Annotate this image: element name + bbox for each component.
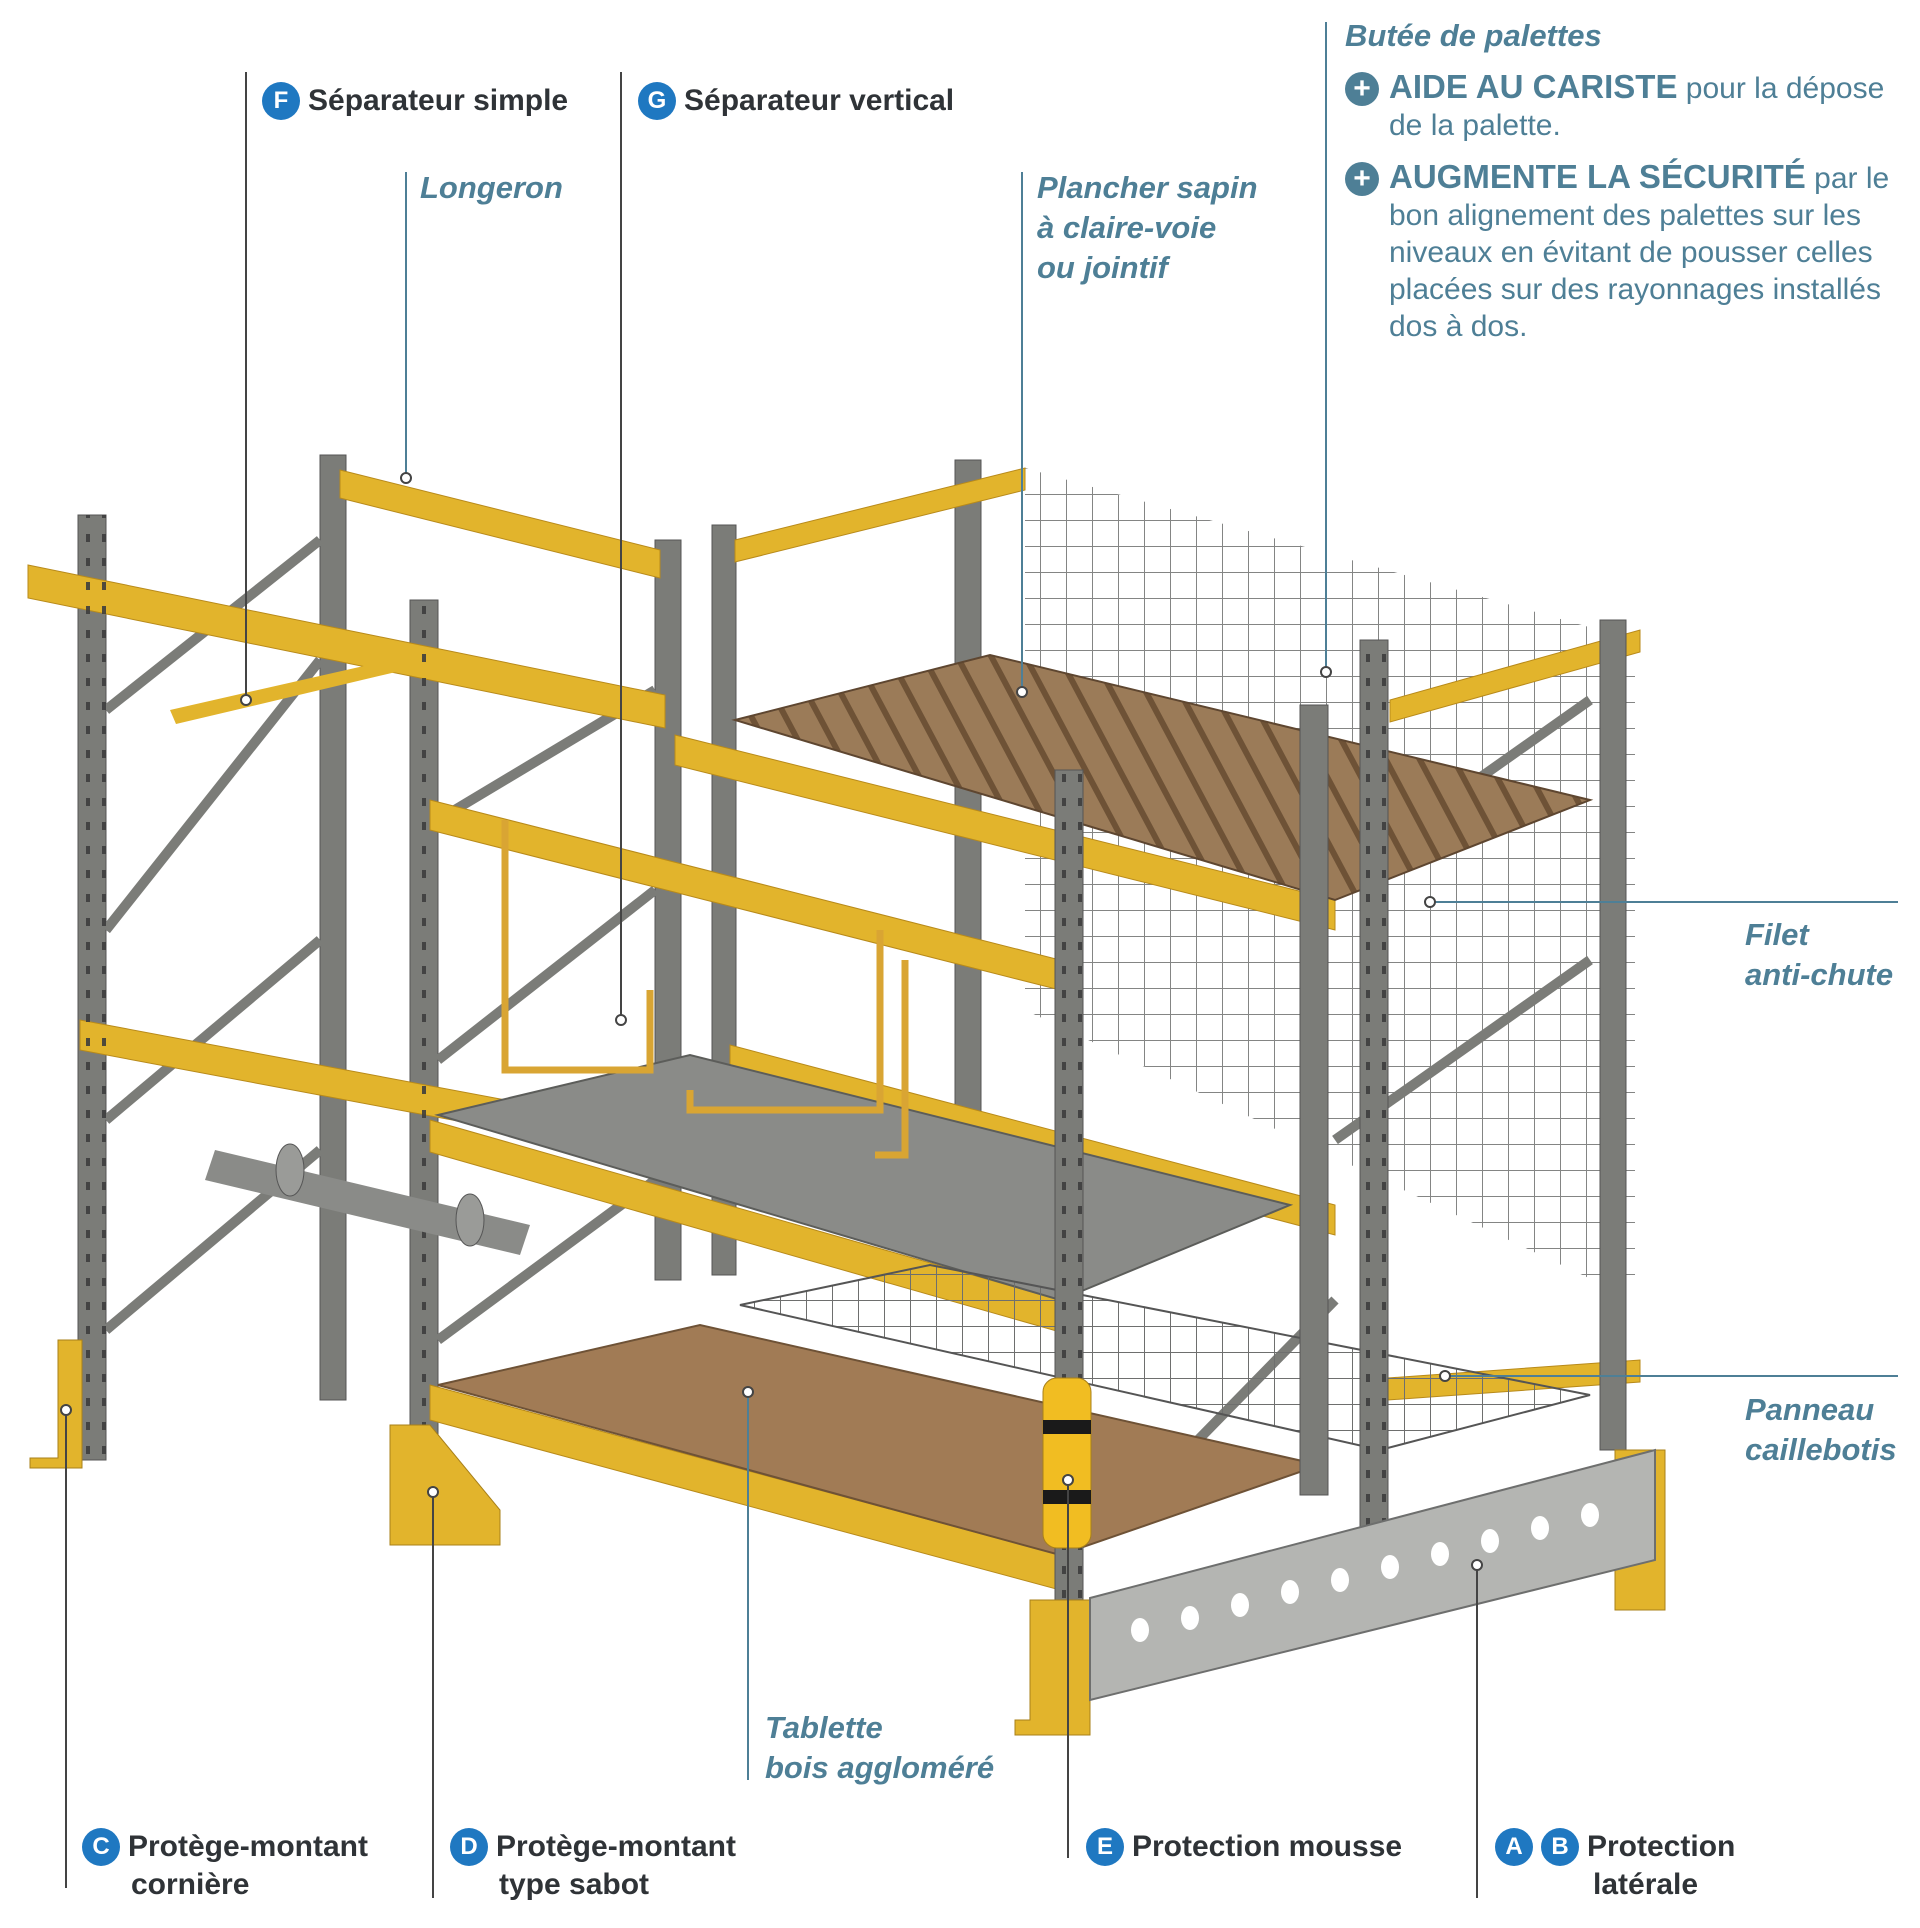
label-panneau-1: Panneau <box>1745 1392 1875 1427</box>
callout-ab-line2: latérale <box>1593 1868 1699 1901</box>
plus-icon: + <box>1345 72 1379 106</box>
foam-protection <box>1042 1377 1092 1549</box>
callout-d-line2: type sabot <box>499 1868 650 1901</box>
label-filet-2: anti-chute <box>1745 957 1894 992</box>
badge-a: A <box>1495 1828 1533 1866</box>
callout-e-text: Protection mousse <box>1132 1830 1403 1863</box>
label-tablette-2: bois aggloméré <box>765 1750 995 1785</box>
callout-g-text: Séparateur vertical <box>684 84 955 117</box>
anchor-dots <box>60 472 1483 1571</box>
label-panneau-2: caillebotis <box>1745 1432 1897 1467</box>
info-item-2: + AUGMENTE LA SÉCURITÉ par le bon aligne… <box>1345 158 1905 345</box>
leader-lines <box>405 22 1898 1780</box>
callout-c-line1: Protège-montant <box>128 1830 368 1863</box>
plus-icon: + <box>1345 162 1379 196</box>
badge-e: E <box>1086 1828 1124 1866</box>
badge-b: B <box>1541 1828 1579 1866</box>
callout-c-line2: cornière <box>131 1868 250 1901</box>
cylinder <box>205 1143 530 1255</box>
label-plancher-3: ou jointif <box>1037 250 1168 285</box>
info-item-1-text: pour la dépose de la palette. <box>1389 72 1885 142</box>
callout-d-line1: Protège-montant <box>496 1830 736 1863</box>
label-plancher-1: Plancher sapin <box>1037 170 1258 205</box>
callout-f-text: Séparateur simple <box>308 84 569 117</box>
info-item-1-bold: AIDE AU CARISTE <box>1389 68 1678 105</box>
badge-f: F <box>262 82 300 120</box>
badge-g: G <box>638 82 676 120</box>
info-item-2-text: par le bon alignement des palettes sur l… <box>1389 162 1890 343</box>
label-butee: Butée de palettes <box>1345 18 1602 53</box>
badge-c: C <box>82 1828 120 1866</box>
callout-ab-line1: Protection <box>1587 1830 1736 1863</box>
vertical-separator <box>501 820 909 1159</box>
info-item-1: + AIDE AU CARISTE pour la dépose de la p… <box>1345 68 1905 144</box>
callout-lines <box>65 72 1478 1898</box>
label-tablette-1: Tablette <box>765 1710 883 1745</box>
label-longeron: Longeron <box>420 170 563 205</box>
lateral-protection <box>1089 1448 1656 1702</box>
badge-d: D <box>450 1828 488 1866</box>
info-item-2-bold: AUGMENTE LA SÉCURITÉ <box>1389 158 1806 195</box>
label-filet-1: Filet <box>1745 917 1809 952</box>
single-separator <box>170 660 396 724</box>
label-plancher-2: à claire-voie <box>1037 210 1217 245</box>
